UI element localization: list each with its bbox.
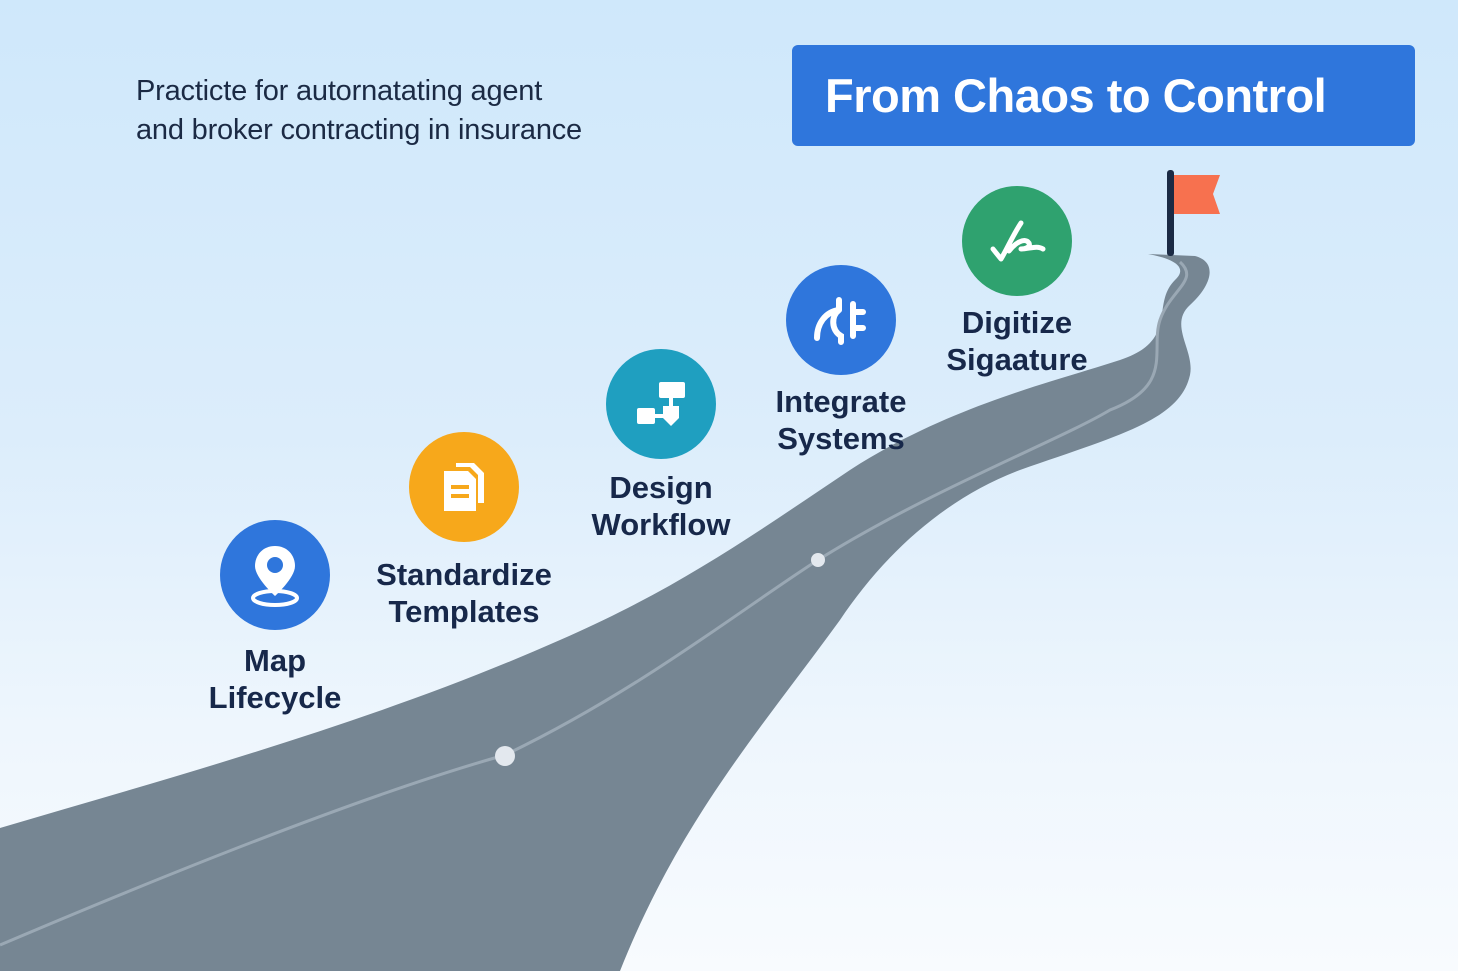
step-icon-circle <box>786 265 896 375</box>
step-standardize-templates: Standardize Templates <box>354 432 574 630</box>
step-icon-circle <box>606 349 716 459</box>
road-surface <box>0 254 1210 971</box>
goal-flag-icon <box>1167 170 1220 256</box>
step-map-lifecycle: Map Lifecycle <box>165 520 385 716</box>
step-label-line-1: Integrate <box>775 384 907 419</box>
plug-connector-icon <box>814 297 866 345</box>
map-pin-icon <box>251 546 299 607</box>
step-label-line-1: Standardize <box>376 557 552 592</box>
step-icon-circle <box>962 186 1072 296</box>
subtitle-line-1: Practicte for autornatating agent <box>136 75 543 107</box>
step-label-line-1: Map <box>244 643 306 678</box>
step-label: Digitize Sigaature <box>907 304 1127 378</box>
road-milestone-dot <box>811 553 825 567</box>
documents-icon <box>444 463 484 511</box>
step-label-line-2: Lifecycle <box>208 680 342 715</box>
signature-icon <box>990 220 1046 262</box>
step-label-line-1: Digitize <box>961 305 1073 340</box>
step-label-line-1: Design <box>609 470 713 505</box>
step-label-line-2: Workflow <box>591 507 731 542</box>
step-label: Integrate Systems <box>731 383 951 457</box>
subtitle: Practicte for autornatating agent and br… <box>136 72 696 150</box>
road-milestone-dot <box>495 746 515 766</box>
workflow-icon <box>637 382 685 426</box>
subtitle-line-2: and broker contracting in insurance <box>136 114 582 146</box>
step-design-workflow: Design Workflow <box>551 349 771 543</box>
step-label: Design Workflow <box>551 469 771 543</box>
step-icon-circle <box>220 520 330 630</box>
page-title: From Chaos to Control <box>825 69 1327 122</box>
step-label-line-2: Systems <box>777 421 905 456</box>
step-label: Standardize Templates <box>354 556 574 630</box>
step-label-line-2: Templates <box>388 594 540 629</box>
title-banner: From Chaos to Control <box>792 45 1415 146</box>
step-integrate-systems: Integrate Systems <box>731 265 951 457</box>
step-digitize-signature: Digitize Sigaature <box>907 186 1127 378</box>
step-label: Map Lifecycle <box>165 642 385 716</box>
step-icon-circle <box>409 432 519 542</box>
step-label-line-2: Sigaature <box>946 342 1088 377</box>
